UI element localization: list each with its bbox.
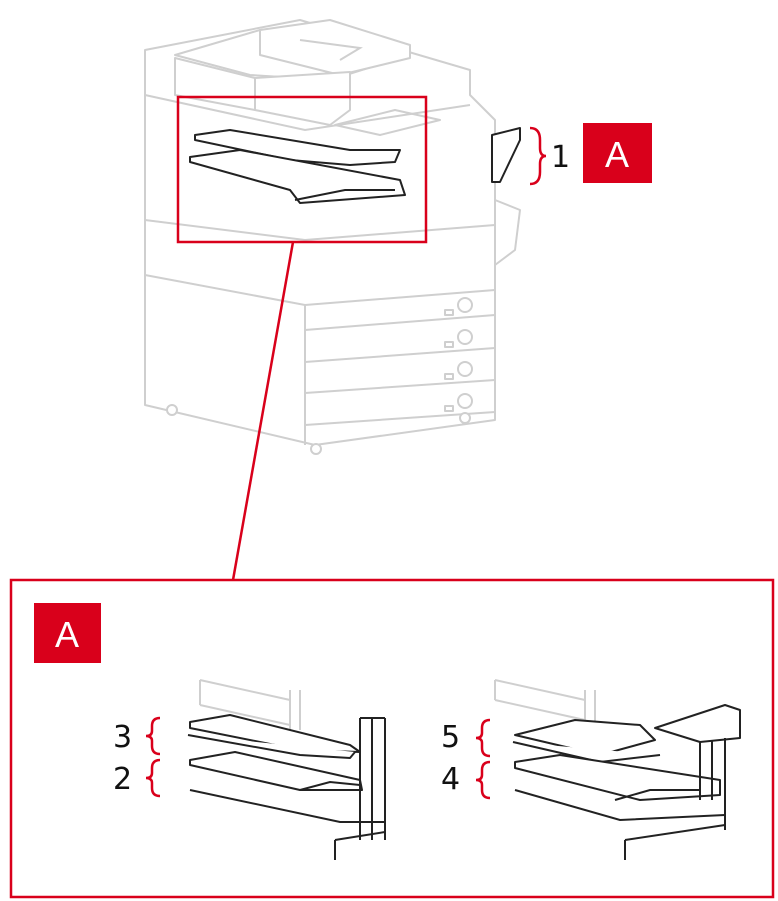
- bracket-2: [145, 758, 161, 798]
- badge-a-overview: A: [583, 123, 652, 183]
- svg-text:A: A: [605, 134, 629, 175]
- tray-detail-right: [494, 679, 741, 860]
- bracket-4: [475, 760, 491, 800]
- callout-number-4: 4: [441, 762, 460, 797]
- callout-number-2: 2: [113, 762, 132, 797]
- bracket-3: [145, 716, 161, 756]
- printer-overview-illustration: [144, 19, 521, 455]
- callout-number-5: 5: [441, 720, 460, 755]
- callout-number-3: 3: [113, 720, 132, 755]
- callout-number-1: 1: [551, 140, 570, 175]
- connector-line: [231, 241, 295, 581]
- bracket-5: [475, 718, 491, 758]
- bracket-1: [529, 126, 547, 186]
- svg-text:A: A: [55, 614, 79, 655]
- highlight-frame-overview: [176, 95, 428, 244]
- detail-panel-frame: [9, 578, 775, 899]
- tray-detail-left: [187, 679, 386, 860]
- badge-a-detail: A: [34, 603, 101, 663]
